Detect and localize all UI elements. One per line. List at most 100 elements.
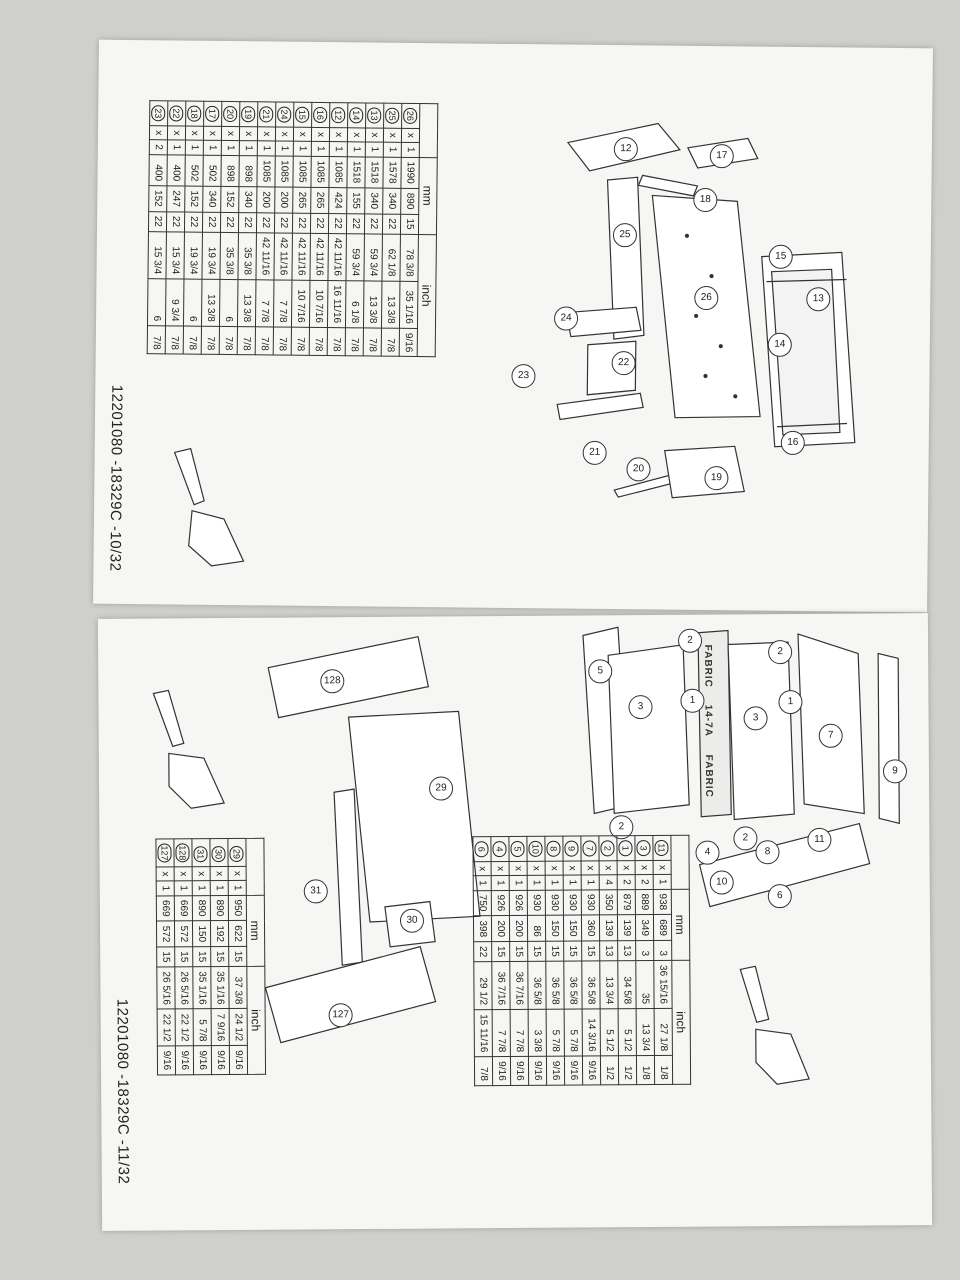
mm-value-cell: 192 bbox=[210, 920, 229, 947]
callout-11: 11 bbox=[807, 827, 832, 852]
callout-22: 22 bbox=[611, 351, 636, 376]
mm-value-cell: 15 bbox=[527, 941, 546, 962]
multiply-cell: x bbox=[383, 128, 402, 143]
inch-value-cell: 36 7/16 bbox=[491, 961, 511, 1010]
inch-value-cell: 9/16 bbox=[582, 1056, 601, 1085]
mm-value-cell: 15 bbox=[156, 946, 175, 968]
callout-30: 30 bbox=[399, 908, 425, 933]
multiply-cell: x bbox=[203, 126, 222, 141]
mm-value-cell: 572 bbox=[156, 921, 175, 947]
quantity-cell: 2 bbox=[635, 874, 654, 890]
callout-15: 15 bbox=[768, 244, 793, 269]
inch-value-cell: 10 7/16 bbox=[291, 279, 310, 328]
mm-value-cell: 15 bbox=[192, 946, 211, 967]
inch-value-cell: 62 1/8 bbox=[381, 233, 401, 282]
inch-value-cell: 7/8 bbox=[381, 328, 400, 357]
inch-value-cell: 13 3/8 bbox=[237, 279, 256, 327]
mm-value-cell: 200 bbox=[274, 186, 293, 213]
inch-value-cell: 1/8 bbox=[654, 1055, 673, 1085]
callout-3: 3 bbox=[628, 695, 653, 720]
inch-value-cell: 7/8 bbox=[147, 325, 166, 355]
inch-value-cell: 35 3/8 bbox=[237, 232, 257, 280]
mm-value-cell: 1518 bbox=[364, 156, 384, 188]
part-number-badge: 20 bbox=[223, 105, 238, 123]
callout-31: 31 bbox=[303, 879, 328, 904]
part-number-badge: 1 bbox=[618, 840, 634, 857]
inch-value-cell: 42 11/16 bbox=[327, 233, 347, 281]
mm-value-cell: 1085 bbox=[274, 155, 294, 188]
mm-value-cell: 1578 bbox=[382, 156, 402, 189]
inch-value-cell: 5 1/2 bbox=[600, 1008, 619, 1057]
mm-value-cell: 340 bbox=[382, 187, 401, 214]
part-number-badge: 128 bbox=[175, 843, 191, 863]
inch-value-cell: 35 bbox=[635, 960, 655, 1009]
mm-value-cell: 152 bbox=[184, 185, 203, 212]
multiply-cell: x bbox=[275, 127, 294, 142]
page-number: 12201080 -18329C -10/32 bbox=[106, 384, 126, 572]
multiply-cell: x bbox=[491, 861, 510, 876]
multiply-cell: x bbox=[509, 861, 528, 876]
inch-value-cell: 29 1/2 bbox=[473, 961, 493, 1010]
mm-value-cell: 265 bbox=[292, 187, 311, 213]
inch-value-cell: 5 7/8 bbox=[546, 1009, 565, 1057]
inch-value-cell: 36 5/8 bbox=[527, 961, 547, 1010]
inch-value-cell: 6 bbox=[219, 279, 238, 327]
inch-value-cell: 5 7/8 bbox=[564, 1009, 583, 1057]
mm-value-cell: 22 bbox=[364, 213, 383, 234]
quantity-cell: 1 bbox=[545, 875, 564, 890]
part-number-cell: 12 bbox=[329, 102, 348, 128]
multiply-cell: x bbox=[149, 125, 168, 140]
inch-value-cell: 7/8 bbox=[183, 326, 202, 355]
fabric-code-label: 14-7A bbox=[702, 704, 714, 737]
mm-value-cell: 22 bbox=[274, 212, 293, 233]
part-number-cell: 19 bbox=[239, 101, 258, 127]
mm-value-cell: 622 bbox=[228, 920, 247, 947]
inch-value-cell: 9/16 bbox=[229, 1045, 248, 1075]
part-number-cell: 10 bbox=[526, 836, 546, 862]
quantity-cell: 4 bbox=[599, 874, 618, 890]
quantity-cell: 1 bbox=[653, 874, 672, 890]
inch-value-cell: 7/8 bbox=[165, 325, 184, 355]
quantity-cell: 1 bbox=[275, 141, 294, 156]
multiply-cell: x bbox=[599, 860, 618, 875]
mm-value-cell: 879 bbox=[617, 889, 636, 916]
part-number-badge: 7 bbox=[582, 840, 598, 857]
mm-value-cell: 3 bbox=[653, 940, 672, 961]
mm-value-cell: 150 bbox=[192, 920, 211, 947]
inch-value-cell: 59 3/4 bbox=[363, 233, 383, 281]
inch-value-cell: 9 3/4 bbox=[165, 278, 184, 327]
inch-value-cell: 7/8 bbox=[327, 327, 346, 357]
callout-20: 20 bbox=[626, 457, 651, 482]
inch-value-cell: 42 11/16 bbox=[255, 232, 275, 280]
inch-value-cell: 13 3/8 bbox=[363, 280, 382, 329]
mm-value-cell: 15 bbox=[174, 946, 193, 967]
inch-value-cell: 10 7/16 bbox=[309, 280, 328, 328]
multiply-cell: x bbox=[185, 126, 204, 141]
part-number-badge: 30 bbox=[211, 846, 227, 863]
part-number-badge: 15 bbox=[295, 106, 310, 123]
part-number-cell: 22 bbox=[167, 100, 186, 127]
mm-value-cell: 22 bbox=[148, 211, 167, 232]
mm-value-cell: 15 bbox=[228, 946, 247, 967]
inch-value-cell: 26 5/16 bbox=[156, 966, 176, 1010]
mm-value-cell: 349 bbox=[635, 914, 654, 941]
mm-value-cell: 930 bbox=[545, 889, 564, 916]
part-number-badge: 11 bbox=[654, 839, 670, 857]
inch-value-cell: 13 3/8 bbox=[381, 280, 400, 329]
part-number-badge: 12 bbox=[331, 107, 346, 124]
quantity-cell: 1 bbox=[563, 875, 582, 890]
part-number-cell: 21 bbox=[257, 101, 276, 128]
mm-value-cell: 22 bbox=[292, 212, 311, 233]
quantity-cell: 1 bbox=[527, 875, 546, 890]
mm-value-cell: 22 bbox=[473, 941, 492, 962]
mm-value-cell: 152 bbox=[148, 185, 167, 212]
